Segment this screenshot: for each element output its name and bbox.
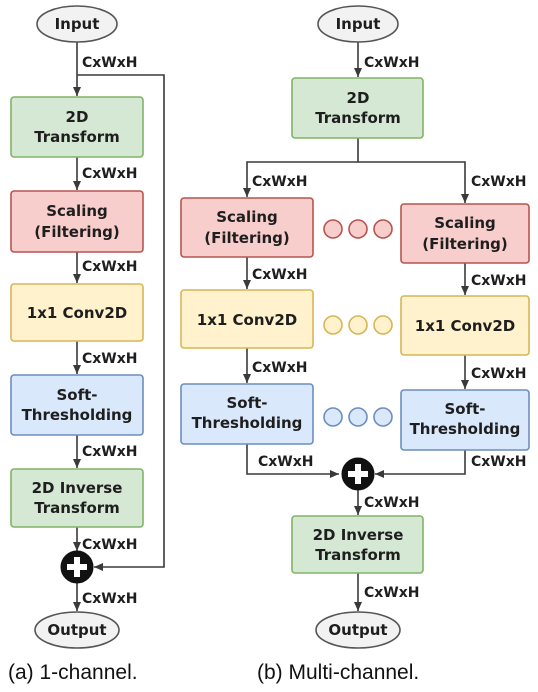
transform-label-b-line2: Transform (315, 109, 401, 127)
dims-label-b-9: CxWxH (471, 454, 527, 470)
transform-label-b-line1: 2D (347, 89, 370, 107)
ellipsis-dot-pink-2 (348, 219, 368, 239)
input-label-a: Input (55, 15, 100, 33)
conv-box-b-right (400, 295, 530, 356)
conv-label-b-right: 1x1 Conv2D (415, 317, 515, 335)
ellipsis-dot-yellow-1 (323, 315, 343, 335)
inverse-box-b (291, 515, 424, 574)
transform-box-a (10, 96, 144, 158)
transform-box-b (291, 77, 424, 139)
input-node-a (36, 5, 118, 43)
scaling-label-b-right-line1: Scaling (434, 214, 496, 232)
dims-label-a-1: CxWxH (82, 55, 138, 71)
dims-label-b-4: CxWxH (252, 267, 308, 283)
dims-label-b-6: CxWxH (252, 360, 308, 376)
ellipsis-dot-pink-1 (323, 219, 343, 239)
soft-label-a-line2: Thresholding (22, 406, 133, 424)
output-node-b (315, 611, 401, 649)
scaling-box-b-left (180, 197, 314, 258)
scaling-label-b-left-line2: (Filtering) (204, 229, 290, 247)
dims-label-a-4: CxWxH (82, 351, 138, 367)
dims-label-a-5: CxWxH (82, 444, 138, 460)
ellipsis-dot-blue-1 (323, 407, 343, 427)
scaling-label-b-left-line1: Scaling (216, 208, 278, 226)
soft-label-b-right-line1: Soft- (444, 400, 485, 418)
sum-node-a (60, 550, 94, 584)
dims-label-b-10: CxWxH (364, 495, 420, 511)
soft-label-b-left-line1: Soft- (226, 394, 267, 412)
dims-label-b-11: CxWxH (364, 585, 420, 601)
dims-label-b-7: CxWxH (471, 366, 527, 382)
dims-label-b-5: CxWxH (471, 273, 527, 289)
inverse-label-a-line1: 2D Inverse (32, 479, 123, 497)
dims-label-b-2: CxWxH (252, 174, 308, 190)
soft-label-a-line1: Soft- (56, 386, 97, 404)
dims-label-b-8: CxWxH (258, 454, 314, 470)
scaling-label-b-right-line2: (Filtering) (422, 235, 508, 253)
dims-label-a-7: CxWxH (82, 591, 138, 607)
dims-label-a-3: CxWxH (82, 259, 138, 275)
conv-label-b-left: 1x1 Conv2D (197, 311, 297, 329)
input-node-b (317, 5, 399, 43)
soft-label-b-left-line2: Thresholding (192, 414, 303, 432)
ellipsis-dot-yellow-3 (373, 315, 393, 335)
dims-label-b-1: CxWxH (364, 55, 420, 71)
output-label-b: Output (328, 621, 387, 639)
conv-box-b-left (180, 289, 314, 349)
ellipsis-dot-yellow-2 (348, 315, 368, 335)
panel-b: CxWxH CxWxH CxWxH CxWxH CxWxH CxWxH CxWx… (180, 5, 530, 684)
output-node-a (34, 611, 120, 649)
scaling-label-a-line2: (Filtering) (34, 223, 120, 241)
caption-a: (a) 1-channel. (8, 661, 138, 684)
arrow-b-transform-scaling-right (358, 161, 469, 203)
soft-box-a (10, 374, 144, 436)
inverse-box-a (10, 468, 144, 528)
arrow-a-skip-connection (77, 74, 165, 571)
arrow-b-transform-scaling-left (243, 138, 359, 197)
inverse-label-a-line2: Transform (34, 499, 120, 517)
dims-label-a-6: CxWxH (82, 537, 138, 553)
soft-box-b-right (400, 389, 530, 451)
sum-node-b (341, 457, 375, 491)
arrow-b-soft-sum-right (375, 450, 466, 478)
transform-label-a-line2: Transform (34, 128, 120, 146)
arrow-b-soft-sum-left (246, 444, 339, 478)
soft-box-b-left (180, 383, 314, 445)
scaling-box-b-right (400, 203, 530, 264)
ellipsis-dot-pink-3 (373, 219, 393, 239)
transform-label-a-line1: 2D (66, 108, 89, 126)
inverse-label-b-line2: Transform (315, 546, 401, 564)
inverse-label-b-line1: 2D Inverse (313, 526, 404, 544)
dims-label-b-3: CxWxH (471, 174, 527, 190)
scaling-label-a-line1: Scaling (46, 202, 108, 220)
caption-b: (b) Multi-channel. (257, 661, 419, 684)
soft-label-b-right-line2: Thresholding (410, 420, 521, 438)
conv-label-a: 1x1 Conv2D (27, 304, 127, 322)
dims-label-a-2: CxWxH (82, 166, 138, 182)
ellipsis-dot-blue-3 (373, 407, 393, 427)
conv-box-a (10, 283, 144, 342)
scaling-box-a (10, 190, 144, 253)
panel-a: CxWxH CxWxH CxWxH CxWxH CxWxH CxWxH CxWx… (8, 5, 165, 684)
ellipsis-dot-blue-2 (348, 407, 368, 427)
output-label-a: Output (47, 621, 106, 639)
input-label-b: Input (336, 15, 381, 33)
